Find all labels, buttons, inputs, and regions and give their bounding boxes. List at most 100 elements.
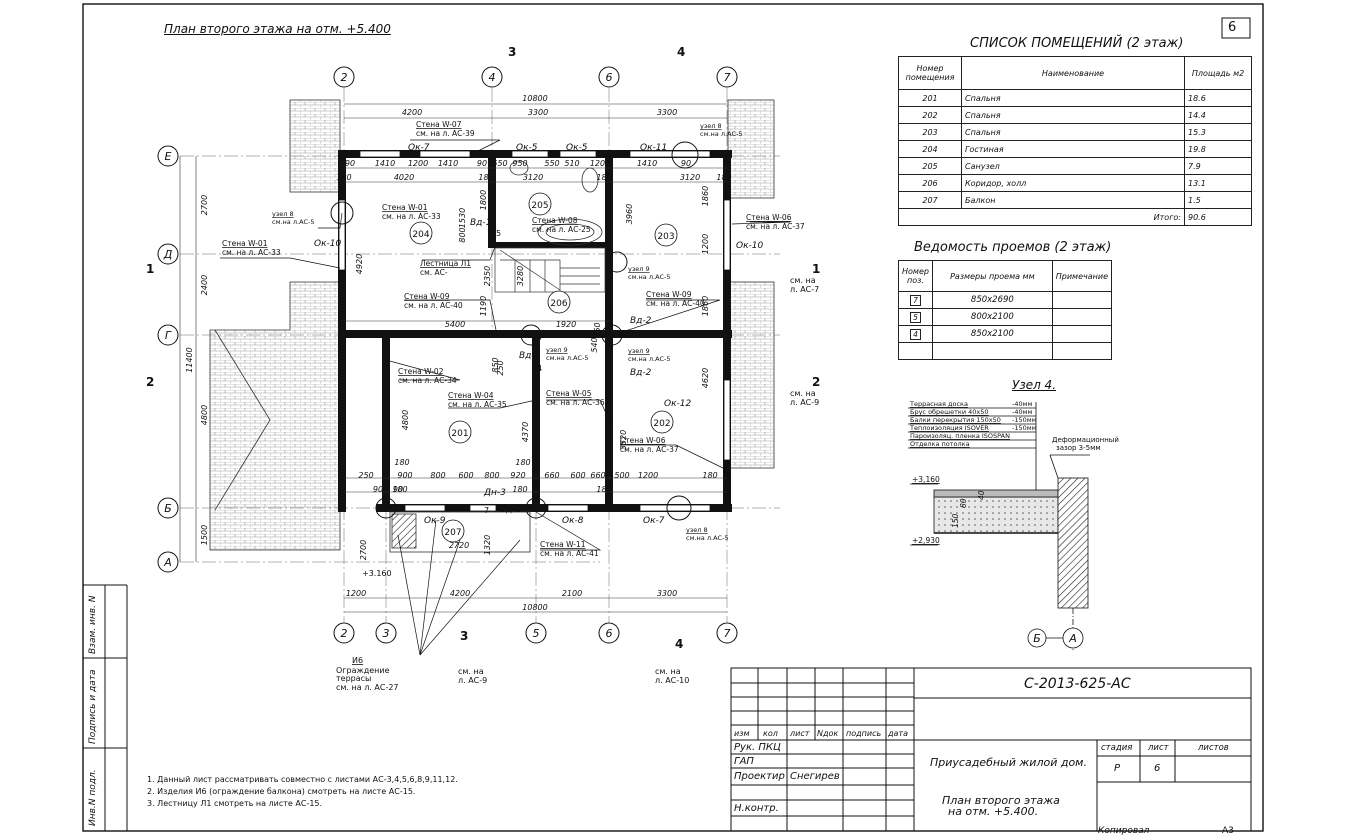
dim-text: 4800 <box>401 410 410 430</box>
stamp-role: ГАП <box>734 756 754 767</box>
wall-label: Стена W-09 <box>404 292 450 301</box>
dim-text: 1530 <box>458 208 467 228</box>
openings-table: Номер поз. Размеры проема мм Примечание … <box>898 260 1113 360</box>
format-label: А3 <box>1222 826 1234 836</box>
wall-label: Стена W-05 <box>546 389 592 398</box>
door-mark: Вд-1 <box>470 218 491 228</box>
section-mark: 2 <box>146 375 154 389</box>
dim-text: 180 <box>394 458 409 467</box>
wall-label: Стена W-04 <box>448 391 494 400</box>
note-2: 2. Изделия И6 (ограждение балкона) смотр… <box>147 787 416 796</box>
layer-label: Пароизоляц. пленка ISOSPAN <box>910 432 1010 440</box>
dim-text: 180 <box>716 173 731 182</box>
stamp-name: Снегирев <box>790 771 840 782</box>
dim-text: 3300 <box>657 108 677 117</box>
node-label: узел 9 <box>628 265 650 273</box>
door-number: 4 <box>537 364 542 373</box>
cell: Балкон <box>961 191 1185 209</box>
dim-text: 850 <box>491 357 500 372</box>
window-mark: Ок-5 <box>566 143 588 153</box>
axis-label: 4 <box>489 71 496 84</box>
cell <box>931 342 1053 360</box>
door-mark: Вд-2 <box>519 351 541 361</box>
stamp-project: Приусадебный жилой дом. <box>930 756 1087 769</box>
window-mark: Ок-5 <box>516 143 538 153</box>
door-number: 5 <box>496 229 501 238</box>
dim-text: 2700 <box>359 540 368 560</box>
room-list-title: СПИСОК ПОМЕЩЕНИЙ (2 этаж) <box>970 36 1184 51</box>
gap-label: Деформационный <box>1052 436 1119 444</box>
window-openings <box>338 150 731 512</box>
total-value: 90.6 <box>1184 208 1252 226</box>
dim-text: 600 <box>458 471 473 480</box>
level-mark: +3.160 <box>362 569 392 578</box>
dim-text: 180 <box>596 173 611 182</box>
axis-label: 7 <box>724 71 731 84</box>
dim-text: 180 <box>702 471 717 480</box>
window-mark: Ок-10 <box>314 239 341 249</box>
dim-text: 5400 <box>445 320 465 329</box>
cell: Коридор, холл <box>961 174 1185 192</box>
room-number: 205 <box>531 201 548 211</box>
openings-title: Ведомость проемов (2 этаж) <box>914 240 1112 255</box>
stamp-header-list: лист <box>790 729 810 738</box>
dimension-lines <box>179 103 727 613</box>
dim-text: 500 <box>614 471 629 480</box>
dim-text: 1200 <box>638 471 658 480</box>
dim-text: 1410 <box>438 159 458 168</box>
wall-label: Стена W-07 <box>416 120 462 129</box>
note-3: 3. Лестницу Л1 смотреть на листе АС-15. <box>147 799 323 808</box>
cell: 207 <box>898 191 962 209</box>
wall-ref: см. на л. АС-33 <box>382 212 441 221</box>
window-mark: Ок-11 <box>640 143 667 153</box>
node-label: узел 8 <box>686 526 708 534</box>
axis-label: 2 <box>341 627 348 640</box>
layer-label: Отделка потолка <box>910 440 970 448</box>
door-number: 4 <box>607 308 612 317</box>
wall-ref: см. на л. АС-25 <box>532 225 591 234</box>
axis-label: Д <box>163 248 173 261</box>
door-mark: Дн-3 <box>483 488 506 498</box>
section-ref: л. АС-9 <box>458 676 487 685</box>
cell: 7.9 <box>1184 157 1252 175</box>
dim-text: 3120 <box>680 173 700 182</box>
col-size: Размеры проема мм <box>931 260 1053 292</box>
dim-text: 150 <box>951 513 960 528</box>
railing-mark: И6 <box>352 656 363 665</box>
dim-text: 2700 <box>200 195 209 215</box>
cell: Спальня <box>961 106 1185 124</box>
terrace-areas <box>209 99 775 551</box>
wall-ref: см. на л. АС-40 <box>646 299 705 308</box>
cell: 202 <box>898 106 962 124</box>
node-ref: см.на л.АС-5 <box>546 354 589 362</box>
dim-text: 2720 <box>449 541 469 550</box>
dim-text: 1860 <box>701 186 710 206</box>
dim-text: 660 <box>590 471 605 480</box>
dim-text: 4620 <box>701 368 710 388</box>
layer-thickness: -150мм <box>1012 416 1037 424</box>
sheet-number: 6 <box>1228 20 1237 35</box>
dim-text: 920 <box>510 471 525 480</box>
dim-text: 1800 <box>479 190 488 210</box>
stair-label: Лестница Л1 <box>420 259 471 268</box>
cell: 203 <box>898 123 962 141</box>
axis-label: 5 <box>533 627 540 640</box>
dim-text: 3960 <box>625 204 634 224</box>
layer-label: Теплоизоляция ISOVER <box>909 424 989 432</box>
col-position: Номер поз. <box>898 260 933 292</box>
dim-text: 4200 <box>450 589 470 598</box>
cell: 850x2100 <box>931 325 1053 343</box>
dim-text: 1200 <box>701 234 710 254</box>
axis-label: А <box>163 556 172 569</box>
stamp-sheet: 6 <box>1154 763 1161 774</box>
layer-label: Балки перекрытия 150х50 <box>910 416 1001 424</box>
wall-ref: см. на л. АС-34 <box>398 376 457 385</box>
dim-text: 540 <box>590 337 599 352</box>
dim-text: 90 <box>681 159 691 168</box>
level-mark: +2,930 <box>912 536 940 545</box>
dim-text: 660 <box>544 471 559 480</box>
stair-ref: см. АС- <box>420 268 448 277</box>
stamp-header-izm: изм <box>734 729 750 738</box>
